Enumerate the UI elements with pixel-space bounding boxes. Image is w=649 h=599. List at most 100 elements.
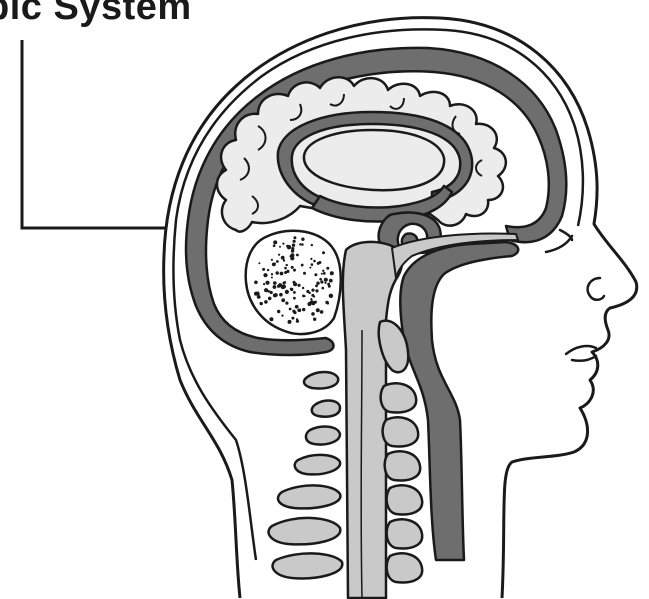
vertebra-c2 [381,383,417,412]
cerebellum-dot [315,289,318,292]
cerebellum-dot [314,301,317,304]
cerebellum-dot [293,297,296,300]
cerebellum-dot [302,295,305,298]
cerebellum-dot [273,240,277,244]
cerebellum-dot [328,285,331,288]
cerebellum-dot [278,254,280,256]
cerebellum-dot [284,267,287,270]
cerebellum-dot [309,292,311,294]
vertebra-c5 [387,485,423,514]
cerebellum-dot [284,271,287,274]
cerebellum-dot [322,287,325,290]
spinal-cord [361,330,362,598]
vertebra-c7 [387,553,423,582]
cerebellum-dot [311,263,314,266]
cerebellum-dot [254,281,258,285]
cerebellum-dot [310,258,312,260]
cerebellum-dot [307,302,311,306]
cerebellum-dot [260,302,263,305]
cerebellum-dot [277,285,280,288]
cerebellum-dot [289,255,291,257]
cerebellum-dot [288,320,292,324]
cerebellum-dot [320,280,323,283]
cerebellum-dot [280,272,284,276]
cerebellum-dot [267,269,269,271]
cerebellum-dot [303,272,306,275]
cerebellum-dot [263,273,267,277]
cerebellum-dot [318,261,321,264]
cerebellum-dot [327,302,330,305]
cerebellum-dot [263,283,265,285]
cerebellum-dot [302,287,304,289]
cerebellum-dot [329,279,333,283]
vertebra-c6 [387,519,423,548]
cerebellum-dot [293,281,296,284]
cerebellum-dot [276,271,279,274]
cerebellum-dot [297,284,300,287]
cerebellum-dot [302,308,305,311]
cerebellum-dot [326,267,329,270]
spinous-process-3 [306,427,340,445]
cerebellum-dot [264,288,268,292]
cerebellum-dot [301,238,304,241]
cerebellum-dot [277,310,280,313]
cerebellum-dot [301,264,304,267]
cerebellum-dot [271,273,273,275]
spinous-process-2 [312,401,340,417]
cerebellum-dot [283,282,286,285]
cerebellum-dot [269,317,273,321]
cerebellum-dot [329,294,333,298]
cerebellum-dot [279,246,281,248]
cerebellum-dot [314,273,317,276]
cerebellum-dot [270,291,273,294]
cerebellum-dot [273,293,277,297]
cerebellum-dot [271,259,273,261]
cerebellum-dot [296,320,299,323]
cerebellum-dot [311,289,314,292]
cerebellum-dot [281,298,285,302]
cerebellum-dot [291,317,294,320]
cerebellum-dot [273,281,277,285]
spinous-process-6 [269,518,341,544]
cerebellum-dot [319,278,322,281]
cerebellum-dot [282,243,284,245]
cerebellum-dot [313,318,316,321]
cerebellum-dot [290,288,292,290]
cerebellum-dot [268,297,272,301]
vertebra-c4 [385,451,421,480]
cerebellum-dot [311,244,313,246]
cerebellum-dot [315,285,318,288]
cerebellum-dot [285,290,289,294]
cerebellum-dot [281,315,283,317]
cerebellum-dot [310,298,312,300]
cerebellum-dot [295,305,299,309]
cerebellum-dot [274,263,276,265]
cerebellum-dot [313,260,316,263]
cerebellum-dot [296,254,299,257]
cerebellum-dot [257,291,259,293]
cerebellum-dot [316,282,319,285]
cerebellum-dot [271,277,273,279]
cerebellum-dot [289,308,292,311]
spinous-process-4 [295,455,340,474]
cerebellum-dot [322,270,324,272]
thalamus [304,130,444,190]
cerebellum-dot [283,259,285,261]
cerebellum-dot [321,273,323,275]
cerebellum-dot [299,243,301,245]
cerebellum-dot [292,244,295,247]
cerebellum-dot [282,284,286,288]
cerebellum-dot [262,268,265,271]
cerebellum-dot [273,244,276,247]
cerebellum-dot [320,310,324,314]
label-leader-line [22,40,168,228]
cerebellum-dot [293,269,296,272]
cerebellum-dot [293,236,296,239]
cerebellum-dot [291,247,294,250]
cerebellum-dot [293,240,296,243]
vertebra-c3 [383,417,419,446]
cerebellum-dot [264,300,268,304]
cerebellum-dot [316,308,320,312]
